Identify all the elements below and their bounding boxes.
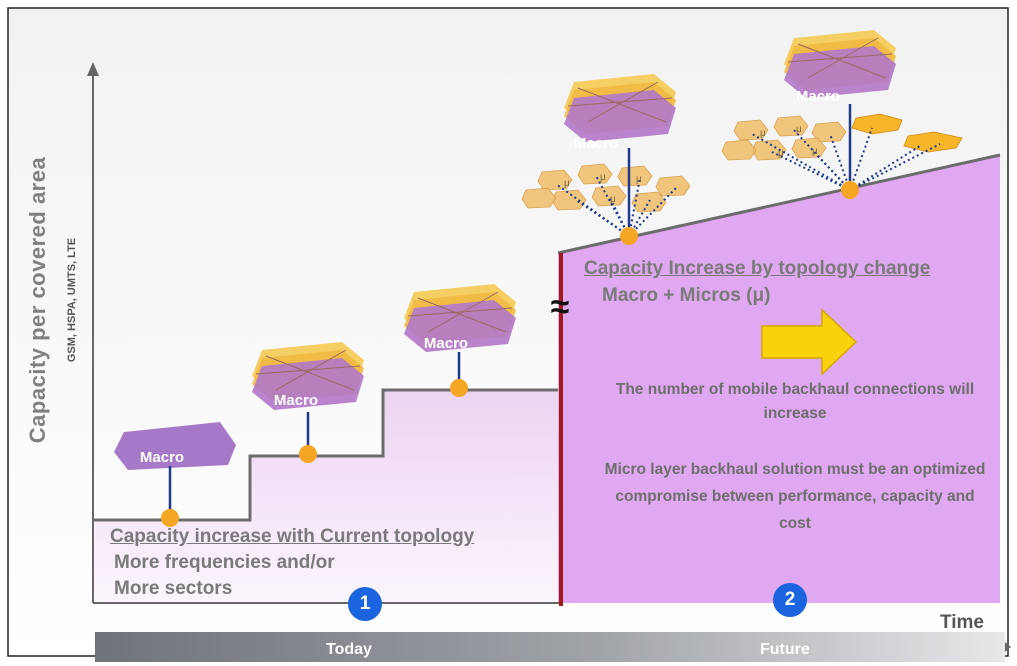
step-badge-2: 2 — [773, 583, 807, 617]
y-axis-subtitle: GSM, HSPA, UMTS, LTE — [66, 237, 78, 363]
micro-label: μ — [778, 148, 784, 159]
timeline-arrow-icon — [1005, 642, 1011, 652]
y-axis-arrow — [87, 62, 99, 76]
macro-cell-2: Macro — [251, 341, 365, 463]
x-axis-title: Time — [940, 612, 985, 633]
right-arrow-icon — [761, 308, 858, 376]
macro-cell-3: Macro — [403, 283, 517, 397]
node-2 — [299, 445, 317, 463]
future-area — [558, 155, 1000, 603]
today-area — [95, 390, 558, 603]
current-topology-line-1: More frequencies and/or — [114, 552, 335, 573]
micro-label: μ — [796, 124, 802, 135]
macro-label-1: Macro — [140, 449, 184, 466]
micro-links-2 — [751, 127, 941, 191]
micro-label: μ — [812, 146, 818, 157]
node-3 — [450, 379, 468, 397]
current-topology-title: Capacity increase with Current topology — [110, 526, 475, 547]
macro-label-2: Macro — [274, 392, 318, 409]
macro-label-3: Macro — [424, 335, 468, 352]
micro-layer-note: Micro layer backhaul solution must be an… — [604, 461, 986, 532]
y-axis-title: Capacity per covered area — [25, 156, 50, 444]
macro-label-5: Macro — [796, 88, 840, 105]
micro-label: μ — [760, 128, 766, 139]
topology-change-subtitle: Macro + Micros (μ) — [602, 285, 771, 306]
macro-cell-4: Macro μ μ μ μ — [521, 73, 691, 245]
macro-label-4: Macro — [574, 135, 618, 152]
timeline-bar — [95, 632, 1005, 662]
timeline-future: Future — [760, 641, 810, 658]
axis-break-symbol: ≈ — [551, 288, 570, 326]
micro-label: μ — [564, 178, 570, 189]
step-badge-1: 1 — [348, 587, 382, 621]
timeline-today: Today — [326, 641, 372, 658]
micro-label: μ — [610, 194, 616, 205]
micro-label: μ — [636, 174, 642, 185]
node-4 — [620, 227, 638, 245]
node-1 — [161, 509, 179, 527]
macro-cell-5: Macro μ μ μ μ — [721, 29, 963, 199]
node-5 — [841, 181, 859, 199]
topology-change-title: Capacity Increase by topology change — [584, 258, 931, 279]
backhaul-note: The number of mobile backhaul connection… — [615, 381, 975, 422]
micro-label: μ — [600, 172, 606, 183]
current-topology-line-2: More sectors — [114, 578, 233, 599]
macro-cell-1: Macro — [114, 422, 236, 527]
